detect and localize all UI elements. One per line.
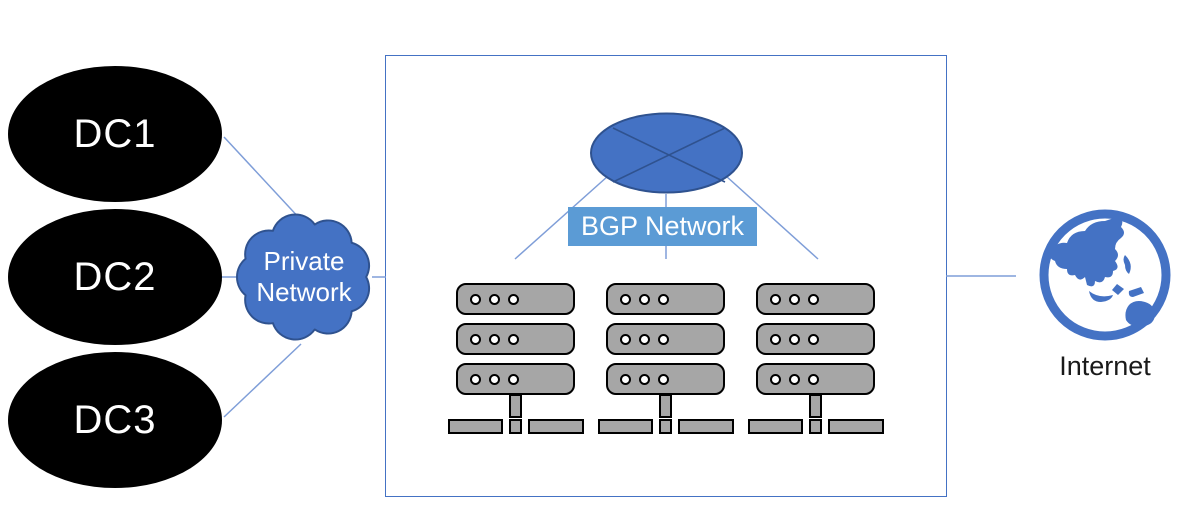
server-base-icon: [828, 419, 884, 434]
server-base-icon: [809, 419, 822, 434]
server-led-icon: [639, 333, 650, 345]
internet-label: Internet: [1059, 351, 1151, 381]
server-icon: [456, 363, 575, 395]
server-led-icon: [770, 333, 781, 345]
server-stack-1: [448, 283, 584, 434]
server-led-icon: [658, 373, 669, 385]
server-led-icon: [470, 373, 481, 385]
server-stand-icon: [809, 394, 822, 418]
server-base-icon: [748, 419, 803, 434]
datacenter-node-dc2: DC2: [8, 209, 222, 345]
server-base-icon: [448, 419, 503, 434]
server-led-icon: [808, 293, 819, 305]
server-led-icon: [620, 293, 631, 305]
datacenter-node-dc1: DC1: [8, 66, 222, 202]
server-base-icon: [509, 419, 522, 434]
server-led-icon: [620, 333, 631, 345]
server-led-icon: [620, 373, 631, 385]
dc2-label: DC2: [73, 254, 157, 299]
server-led-icon: [489, 333, 500, 345]
server-stack-3: [748, 283, 884, 434]
datacenter-node-dc3: DC3: [8, 352, 222, 488]
server-led-icon: [639, 373, 650, 385]
server-led-icon: [489, 293, 500, 305]
server-led-icon: [489, 373, 500, 385]
server-icon: [606, 283, 725, 315]
server-base-icon: [598, 419, 653, 434]
router-icon: [590, 112, 743, 194]
server-icon: [606, 323, 725, 355]
server-led-icon: [770, 293, 781, 305]
server-led-icon: [808, 373, 819, 385]
router-node: [589, 112, 744, 194]
server-led-icon: [789, 373, 800, 385]
server-icon: [456, 323, 575, 355]
cloud-icon: [236, 213, 371, 341]
private-network-node: Private Network: [230, 211, 378, 343]
server-stand-icon: [509, 394, 522, 418]
server-led-icon: [789, 333, 800, 345]
globe-icon: [1039, 209, 1171, 341]
server-stand-icon: [659, 394, 672, 418]
bgp-network-label: BGP Network: [568, 207, 757, 246]
server-led-icon: [508, 293, 519, 305]
server-led-icon: [470, 333, 481, 345]
server-led-icon: [770, 373, 781, 385]
server-base-icon: [678, 419, 734, 434]
internet-node: [1037, 207, 1173, 343]
server-icon: [756, 323, 875, 355]
server-led-icon: [808, 333, 819, 345]
dc1-label: DC1: [73, 111, 157, 156]
server-base-icon: [528, 419, 584, 434]
server-led-icon: [789, 293, 800, 305]
server-led-icon: [508, 333, 519, 345]
server-led-icon: [658, 293, 669, 305]
server-led-icon: [639, 293, 650, 305]
server-base-icon: [659, 419, 672, 434]
server-icon: [606, 363, 725, 395]
server-led-icon: [470, 293, 481, 305]
server-led-icon: [658, 333, 669, 345]
private-network-label: Private Network: [256, 246, 352, 307]
server-icon: [756, 283, 875, 315]
server-stack-2: [598, 283, 734, 434]
server-icon: [756, 363, 875, 395]
dc3-label: DC3: [73, 397, 157, 442]
server-icon: [456, 283, 575, 315]
server-led-icon: [508, 373, 519, 385]
